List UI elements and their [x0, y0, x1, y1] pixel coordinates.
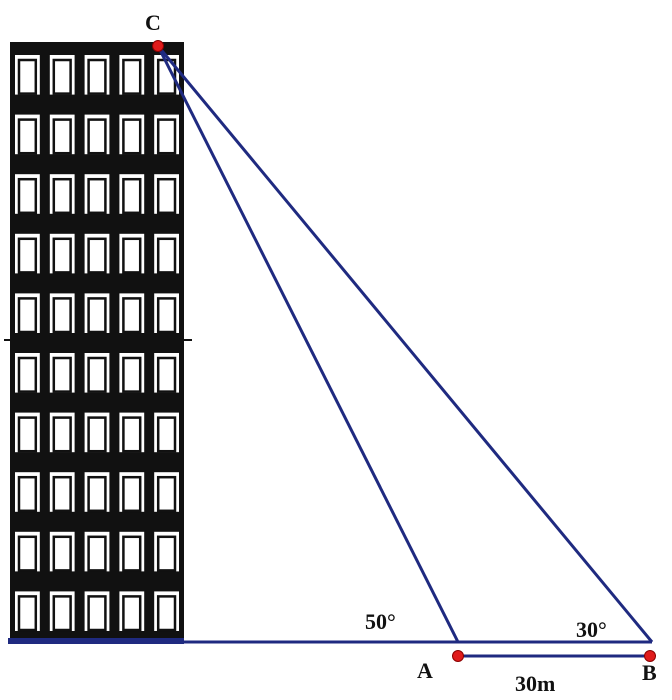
building-window-pane — [87, 595, 107, 632]
point-a — [452, 650, 464, 662]
building-window-pane — [17, 297, 38, 334]
building-window-pane — [87, 416, 107, 453]
building-window-pane — [52, 595, 72, 632]
building-window-pane — [87, 297, 107, 334]
building-window-pane — [87, 535, 107, 572]
building-window-pane — [156, 356, 177, 393]
building-window-pane — [87, 237, 107, 274]
building-window-pane — [122, 297, 142, 334]
building-window-pane — [122, 416, 142, 453]
building-window-pane — [156, 535, 177, 572]
building-window-pane — [87, 356, 107, 393]
building-window-pane — [87, 58, 107, 95]
building-window-pane — [87, 177, 107, 215]
distance-label: 30m — [515, 671, 555, 696]
building-window-pane — [52, 118, 72, 155]
building-window-pane — [156, 237, 177, 274]
building-window-pane — [156, 416, 177, 453]
building-window-pane — [87, 118, 107, 155]
building-window-pane — [156, 118, 177, 155]
point-c — [152, 40, 164, 52]
sight-line-ca — [156, 45, 460, 643]
building-window-pane — [156, 297, 177, 334]
building-window-pane — [122, 118, 142, 155]
building-window-pane — [52, 535, 72, 572]
building-window-pane — [122, 475, 142, 513]
label-a: A — [417, 658, 433, 683]
building-window-pane — [52, 475, 72, 513]
point-b — [644, 650, 656, 662]
building-window-pane — [17, 535, 38, 572]
building-window-pane — [122, 177, 142, 215]
building-window-pane — [87, 475, 107, 513]
building-window-pane — [122, 58, 142, 95]
building-window-pane — [17, 356, 38, 393]
building-window-pane — [17, 237, 38, 274]
building-window-pane — [156, 475, 177, 513]
building-window-pane — [156, 177, 177, 215]
building-window-pane — [52, 177, 72, 215]
building-window-pane — [122, 237, 142, 274]
building-window-pane — [52, 297, 72, 334]
building-window-pane — [17, 58, 38, 95]
building-window-pane — [52, 416, 72, 453]
building-window-pane — [17, 475, 38, 513]
building-window-pane — [52, 58, 72, 95]
label-b: B — [642, 660, 657, 685]
building-window-pane — [122, 356, 142, 393]
building-window-pane — [17, 595, 38, 632]
building-window-pane — [52, 237, 72, 274]
building — [4, 42, 192, 638]
label-c: C — [145, 10, 161, 35]
building-window-pane — [122, 595, 142, 632]
building-window-pane — [122, 535, 142, 572]
sight-line-cb — [156, 45, 654, 643]
building-base — [8, 638, 184, 644]
building-window-pane — [17, 177, 38, 215]
angle-label-b: 30° — [576, 617, 607, 642]
building-window-pane — [156, 595, 177, 632]
angle-label-a: 50° — [365, 609, 396, 634]
building-window-pane — [17, 118, 38, 155]
building-window-pane — [17, 416, 38, 453]
building-window-pane — [52, 356, 72, 393]
